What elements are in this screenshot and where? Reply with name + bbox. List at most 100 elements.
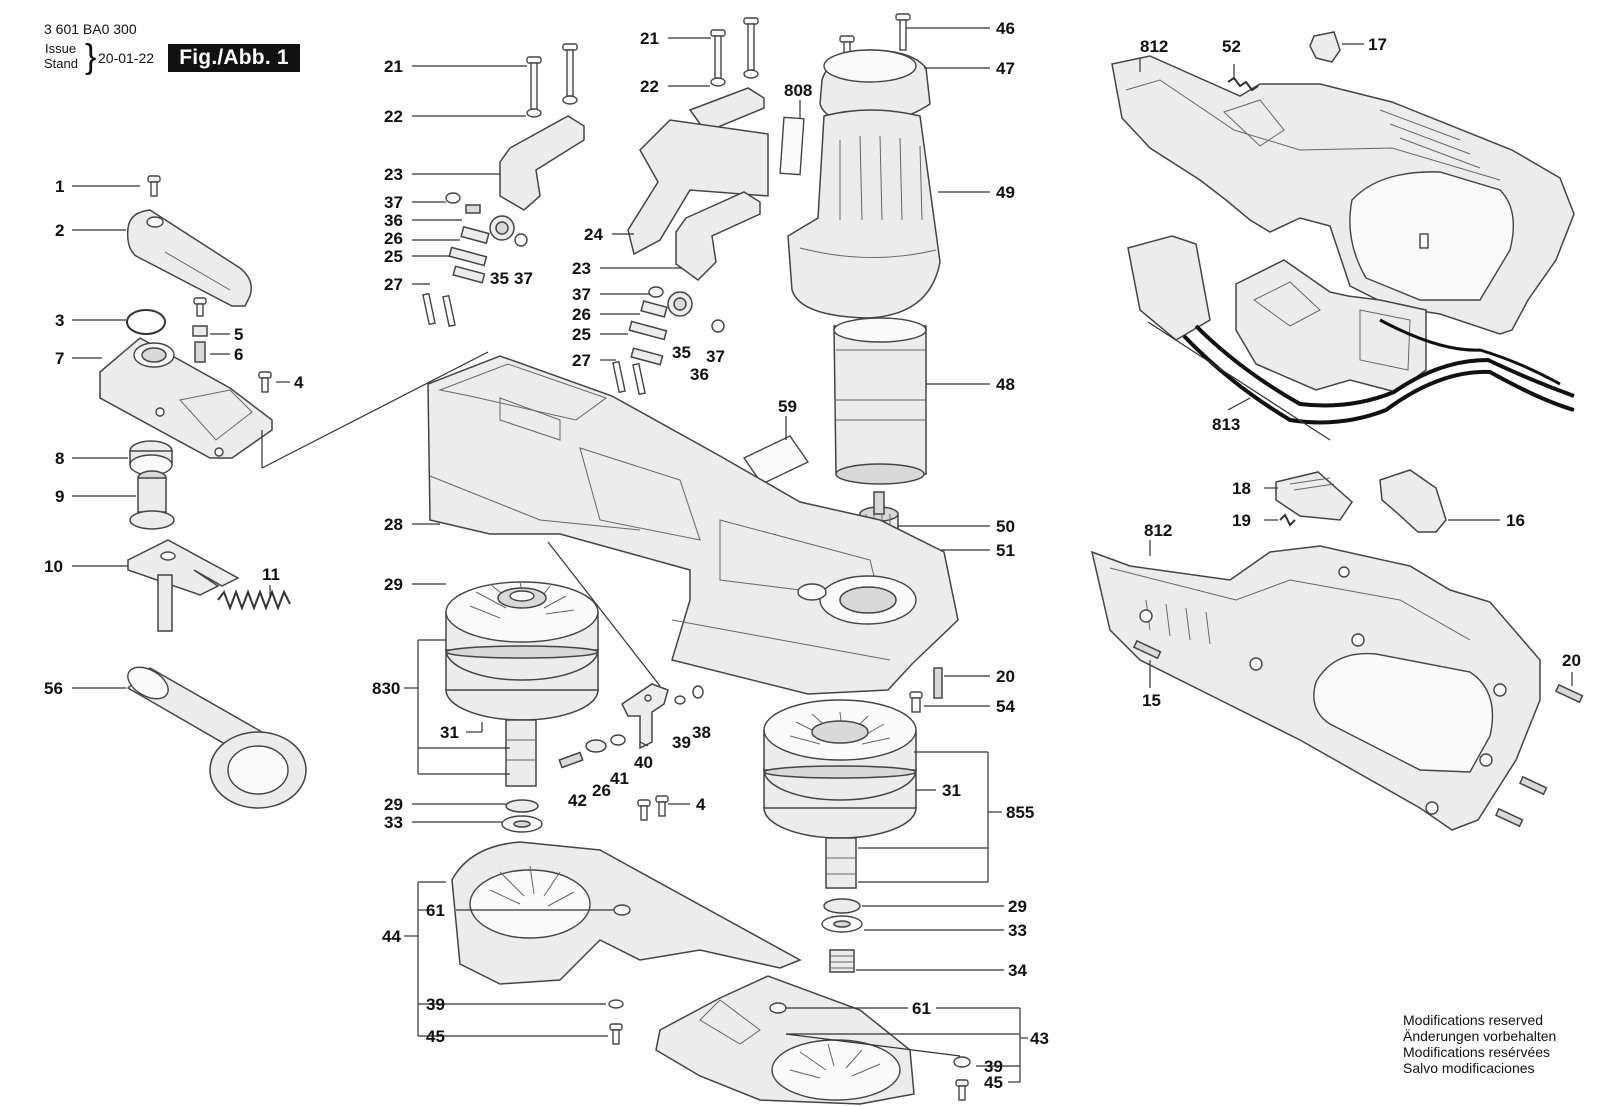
dust-adapter-56	[126, 666, 307, 809]
callout-16: 16	[1506, 511, 1525, 530]
motor-48	[833, 325, 927, 482]
callout-56: 56	[44, 679, 63, 698]
callout-43: 43	[1030, 1029, 1049, 1048]
bracket-group-40: 40 39 38 42 26 41 4	[558, 683, 711, 821]
callout-d4: 4	[696, 795, 706, 814]
label-808	[779, 116, 805, 176]
callout-a35: 35	[490, 269, 509, 288]
modifications-notice: Modifications reserved Änderungen vorbeh…	[1403, 1012, 1556, 1076]
callout-r20: 20	[1562, 651, 1581, 670]
callout-19: 19	[1232, 511, 1251, 530]
callout-54: 54	[996, 697, 1015, 716]
blade-guide-group-a: 21 22 23 37 36 26 25 27 35 37	[384, 43, 585, 328]
callout-b35: 35	[672, 343, 691, 362]
callout-10: 10	[44, 557, 63, 576]
callout-1: 1	[55, 177, 64, 196]
callout-e39: 39	[984, 1057, 1003, 1076]
callout-49: 49	[996, 183, 1015, 202]
callout-5: 5	[234, 325, 243, 344]
callout-830: 830	[372, 679, 400, 698]
callout-44: 44	[382, 927, 401, 946]
callout-52: 52	[1222, 37, 1241, 56]
issue-date: 20-01-22	[98, 50, 155, 66]
notice-line-en: Modifications reserved	[1403, 1012, 1544, 1028]
callout-a37: 37	[384, 193, 403, 212]
callout-a21: 21	[384, 57, 403, 76]
callout-c33: 33	[384, 813, 403, 832]
callout-c45: 45	[426, 1027, 445, 1046]
callout-b22: 22	[640, 77, 659, 96]
callout-42: 42	[568, 791, 587, 810]
upper-wheel-830: 29 830 31 29 33	[372, 575, 599, 833]
callout-6: 6	[234, 345, 243, 364]
callout-b27: 27	[572, 351, 591, 370]
lower-cover-44: 44 61 39 45	[382, 841, 802, 1046]
callout-e31: 31	[942, 781, 961, 800]
stand-label: Stand	[44, 56, 78, 71]
callout-a37b: 37	[514, 269, 533, 288]
callout-b25: 25	[572, 325, 591, 344]
callout-a22: 22	[384, 107, 403, 126]
callout-a27: 27	[384, 275, 403, 294]
callout-48: 48	[996, 375, 1015, 394]
callout-28: 28	[384, 515, 403, 534]
callout-50: 50	[996, 517, 1015, 536]
callout-e45: 45	[984, 1073, 1003, 1092]
figure-label: Fig./Abb. 1	[168, 44, 300, 72]
callout-808: 808	[784, 81, 812, 100]
callout-8: 8	[55, 449, 64, 468]
callout-r812: 812	[1140, 37, 1168, 56]
callout-b21: 21	[640, 29, 659, 48]
lower-cover-43: 61 43 39 45	[655, 975, 1049, 1105]
callout-a23: 23	[384, 165, 403, 184]
callout-813: 813	[1212, 415, 1240, 434]
header-brace: }	[85, 38, 97, 76]
callout-d26: 26	[592, 781, 611, 800]
issue-label: Issue	[45, 41, 77, 56]
callout-4: 4	[294, 373, 304, 392]
label-59	[742, 435, 810, 485]
document-number: 3 601 BA0 300	[44, 21, 137, 37]
callout-e29: 29	[1008, 897, 1027, 916]
callout-a26: 26	[384, 229, 403, 248]
callout-17: 17	[1368, 35, 1387, 54]
housing-half-812-bottom: 812 15 20	[1090, 521, 1584, 831]
left-group: 1 2 3 5 6 7 4 8 9 10 11 56	[44, 175, 489, 809]
spring-11	[217, 589, 291, 611]
switch-parts: 18 19 16	[1232, 469, 1525, 533]
callout-2: 2	[55, 221, 64, 240]
motor-housing-49	[787, 109, 941, 319]
frame-28: 28	[384, 355, 959, 695]
callout-c39: 39	[426, 995, 445, 1014]
callout-15: 15	[1142, 691, 1161, 710]
callout-51: 51	[996, 541, 1015, 560]
callout-a36: 36	[384, 211, 403, 230]
notice-line-de: Änderungen vorbehalten	[1403, 1028, 1557, 1044]
callout-41: 41	[610, 769, 629, 788]
callout-b23: 23	[572, 259, 591, 278]
callout-38: 38	[692, 723, 711, 742]
callout-e33: 33	[1008, 921, 1027, 940]
callout-855: 855	[1006, 803, 1034, 822]
callout-b37b: 37	[706, 347, 725, 366]
callout-b36: 36	[690, 365, 709, 384]
callout-9: 9	[55, 487, 64, 506]
callout-59: 59	[778, 397, 797, 416]
blade-guide-group-b: 21 22 24 23 37 26 25 27 35 37 36	[572, 17, 769, 396]
callout-47: 47	[996, 59, 1015, 78]
electronics-813: 813	[1127, 235, 1575, 441]
callout-11: 11	[262, 565, 280, 584]
callout-b37: 37	[572, 285, 591, 304]
callout-39a: 39	[672, 733, 691, 752]
lower-wheel-855: 31 855 29 33 34	[763, 699, 1034, 980]
callout-c29b: 29	[384, 795, 403, 814]
housing-half-812-top: 812 52 17	[1111, 31, 1575, 335]
base-plate-7	[99, 337, 273, 459]
callout-b26: 26	[572, 305, 591, 324]
gasket-3	[126, 309, 166, 335]
guide-plate-10	[127, 539, 240, 596]
cap-2	[126, 209, 252, 307]
callout-18: 18	[1232, 479, 1251, 498]
